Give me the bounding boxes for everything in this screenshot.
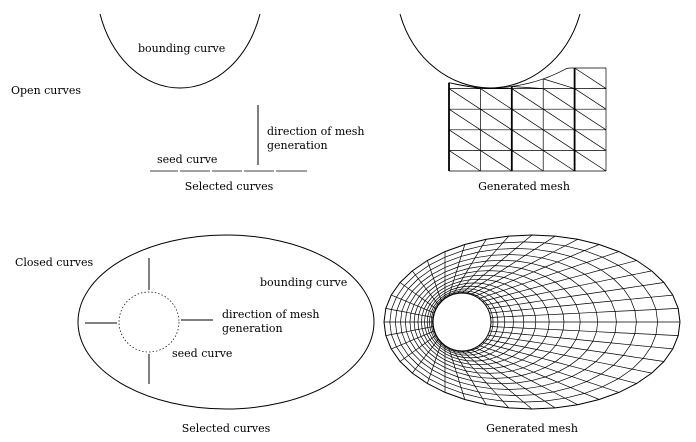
mesh-spoke — [385, 326, 434, 336]
mesh-spoke — [487, 282, 664, 310]
mesh-spoke — [452, 239, 487, 295]
closed-mesh-caption: Generated mesh — [486, 422, 578, 435]
open-bounding-label: bounding curve — [138, 42, 225, 55]
open-mesh-caption: Generated mesh — [478, 180, 570, 193]
mesh-diagonal-line — [574, 88, 607, 110]
mesh-spoke — [490, 326, 679, 336]
mesh-diagonal-line — [511, 129, 544, 151]
mesh-diagonal-line — [543, 108, 575, 131]
mesh-spoke — [412, 270, 439, 306]
mesh-diagonal-line — [511, 88, 544, 110]
closed-generated-mesh — [383, 234, 681, 410]
mesh-spoke — [489, 330, 673, 350]
mesh-spoke — [391, 330, 435, 350]
mesh-ring — [432, 292, 492, 352]
mesh-diagonal-line — [574, 67, 607, 89]
mesh-diagonal-line — [480, 108, 512, 131]
mesh-diagonal-line — [574, 150, 607, 172]
mesh-spoke — [489, 294, 673, 314]
open-bounding-curve — [99, 13, 261, 89]
mesh-spoke — [485, 270, 652, 306]
mesh-spoke — [475, 244, 600, 297]
mesh-spoke — [412, 338, 439, 374]
mesh-spoke — [452, 349, 487, 405]
mesh-spoke — [426, 342, 442, 384]
closed-bounding-label: bounding curve — [260, 276, 347, 289]
open-mesh-panel: Generated mesh — [399, 13, 607, 193]
open-generated-mesh — [448, 67, 607, 172]
closed-selected-panel: bounding curve direction of mesh generat… — [77, 234, 375, 435]
closed-direction-label-1: direction of mesh — [222, 308, 320, 321]
mesh-diagonal-line — [480, 150, 512, 172]
mesh-diagonal-line — [574, 129, 607, 151]
mesh-diagonal-line — [543, 129, 575, 151]
mesh-spoke — [385, 308, 434, 318]
mesh-spoke — [457, 350, 510, 409]
mesh-diagonal-line — [511, 108, 544, 131]
mesh-diagonal-line — [448, 82, 481, 89]
mesh-spoke — [448, 347, 466, 400]
open-direction-label-1: direction of mesh — [267, 125, 365, 138]
mesh-spoke — [475, 347, 600, 400]
mesh-diagonal-line — [511, 86, 544, 89]
mesh-diagonal-line — [480, 129, 512, 151]
mesh-diagonal-line — [448, 88, 481, 110]
mesh-spoke — [487, 334, 664, 362]
mesh-diagonal-line — [543, 150, 575, 172]
mesh-diagonal-line — [448, 108, 481, 131]
mesh-spoke — [426, 260, 442, 302]
mesh-diagonal-line — [448, 129, 481, 151]
mesh-diagonal-line — [480, 87, 512, 89]
mesh-diagonal-line — [511, 150, 544, 172]
open-selected-caption: Selected curves — [185, 180, 274, 193]
open-seed-label: seed curve — [157, 153, 217, 166]
mesh-diagonal-line — [543, 88, 575, 110]
closed-direction-label-2: generation — [222, 322, 283, 335]
closed-row-label: Closed curves — [15, 256, 93, 269]
mesh-spoke — [470, 238, 578, 295]
mesh-spoke — [485, 338, 652, 374]
mesh-spoke — [478, 345, 620, 393]
mesh-spoke — [399, 282, 437, 310]
closed-seed-curve — [118, 291, 180, 353]
mesh-horizontal-line — [448, 67, 606, 89]
open-selected-panel: bounding curve direction of mesh generat… — [99, 13, 365, 193]
open-direction-label-2: generation — [267, 139, 328, 152]
mesh-spoke — [466, 350, 556, 409]
mesh-spoke — [470, 349, 578, 406]
closed-selected-caption: Selected curves — [182, 422, 271, 435]
closed-seed-label: seed curve — [172, 347, 232, 360]
mesh-spoke — [399, 334, 437, 362]
mesh-diagonal-line — [448, 150, 481, 172]
mesh-spoke — [478, 251, 620, 299]
mesh-diagonal-line — [574, 108, 607, 131]
mesh-spoke — [461, 234, 533, 294]
mesh-spoke — [482, 342, 637, 384]
mesh-spoke — [490, 308, 679, 318]
closed-bounding-curve — [77, 234, 375, 410]
mesh-diagonal-line — [543, 78, 575, 89]
closed-mesh-panel: Generated mesh — [383, 234, 681, 435]
open-row-label: Open curves — [11, 84, 81, 97]
mesh-spoke — [461, 350, 533, 410]
mesh-spoke — [482, 260, 637, 302]
mesh-spoke — [466, 235, 556, 294]
mesh-spoke — [457, 235, 510, 294]
mesh-spoke — [448, 244, 466, 297]
mesh-diagonal-line — [480, 88, 512, 110]
mesh-spoke — [391, 294, 435, 314]
open-mesh-bounding-curve — [399, 13, 581, 89]
